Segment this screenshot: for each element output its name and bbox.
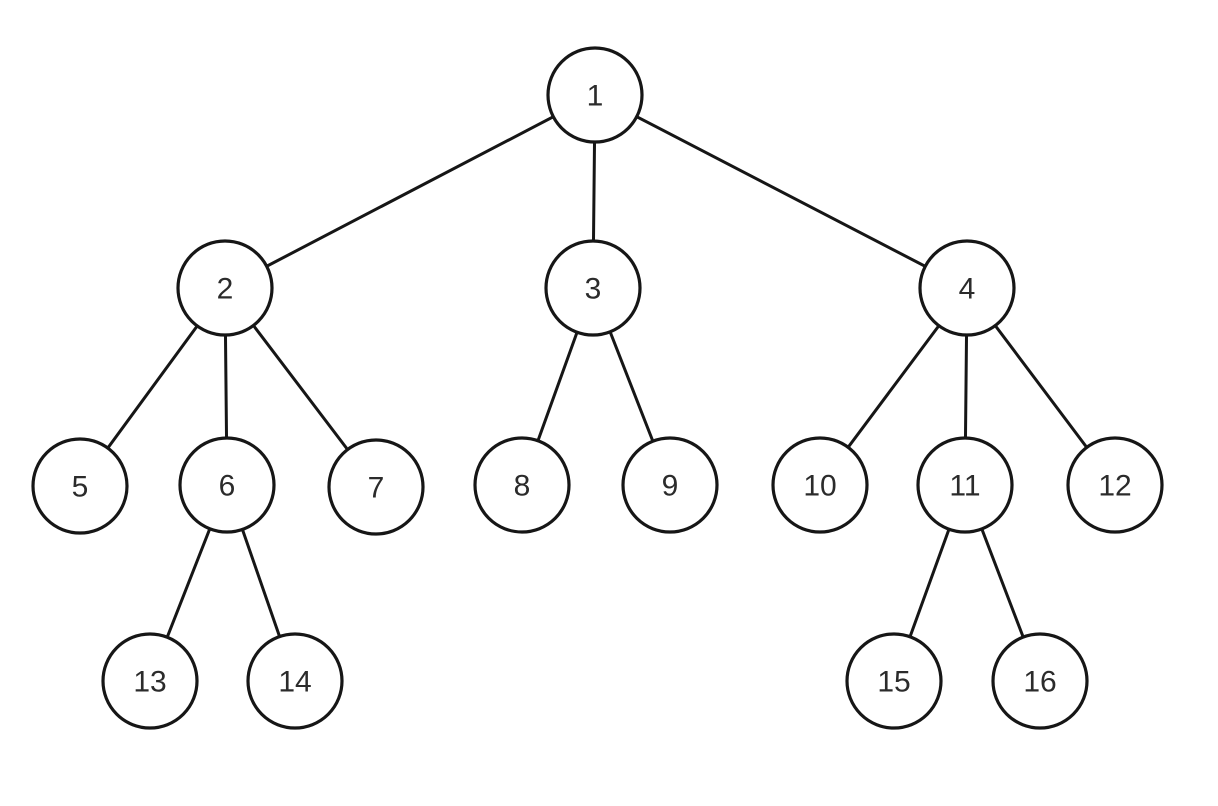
tree-node-label-3: 3	[585, 273, 602, 306]
tree-node-circle-3	[544, 239, 642, 337]
tree-node-circle-9	[621, 436, 719, 534]
tree-node-circle-11	[916, 436, 1014, 534]
tree-node-circle-10	[771, 436, 869, 534]
tree-node-circle-5	[31, 437, 129, 535]
tree-node-11: 11	[916, 436, 1014, 534]
tree-node-15: 15	[845, 632, 943, 730]
tree-node-12: 12	[1066, 436, 1164, 534]
tree-node-circle-15	[845, 632, 943, 730]
tree-node-circle-16	[991, 632, 1089, 730]
tree-node-label-16: 16	[1023, 666, 1056, 699]
tree-node-circle-7	[327, 438, 425, 536]
tree-node-label-9: 9	[662, 470, 679, 503]
tree-node-2: 2	[176, 239, 274, 337]
tree-node-1: 1	[546, 46, 644, 144]
tree-node-label-7: 7	[368, 472, 385, 505]
tree-node-circle-2	[176, 239, 274, 337]
tree-node-7: 7	[327, 438, 425, 536]
tree-node-3: 3	[544, 239, 642, 337]
tree-node-label-11: 11	[949, 470, 980, 503]
tree-node-circle-13	[101, 632, 199, 730]
tree-node-10: 10	[771, 436, 869, 534]
tree-node-5: 5	[31, 437, 129, 535]
tree-node-label-14: 14	[278, 666, 311, 699]
tree-node-6: 6	[178, 436, 276, 534]
tree-edge-1-4	[593, 93, 969, 290]
tree-node-label-8: 8	[514, 470, 531, 503]
tree-node-8: 8	[473, 436, 571, 534]
tree-edge-1-2	[223, 93, 597, 290]
tree-node-circle-14	[246, 632, 344, 730]
tree-node-label-13: 13	[133, 666, 166, 699]
tree-node-circle-8	[473, 436, 571, 534]
tree-node-circle-12	[1066, 436, 1164, 534]
tree-node-label-6: 6	[219, 470, 236, 503]
tree-node-9: 9	[621, 436, 719, 534]
tree-node-label-2: 2	[217, 273, 234, 306]
tree-node-label-4: 4	[959, 273, 976, 306]
tree-node-label-12: 12	[1098, 470, 1131, 503]
tree-node-13: 13	[101, 632, 199, 730]
tree-node-label-15: 15	[877, 666, 910, 699]
tree-node-16: 16	[991, 632, 1089, 730]
tree-node-circle-4	[918, 239, 1016, 337]
tree-node-circle-1	[546, 46, 644, 144]
tree-node-label-1: 1	[587, 80, 604, 113]
tree-node-label-5: 5	[72, 471, 89, 504]
tree-node-circle-6	[178, 436, 276, 534]
tree-node-label-10: 10	[803, 470, 836, 503]
tree-node-4: 4	[918, 239, 1016, 337]
tree-node-14: 14	[246, 632, 344, 730]
